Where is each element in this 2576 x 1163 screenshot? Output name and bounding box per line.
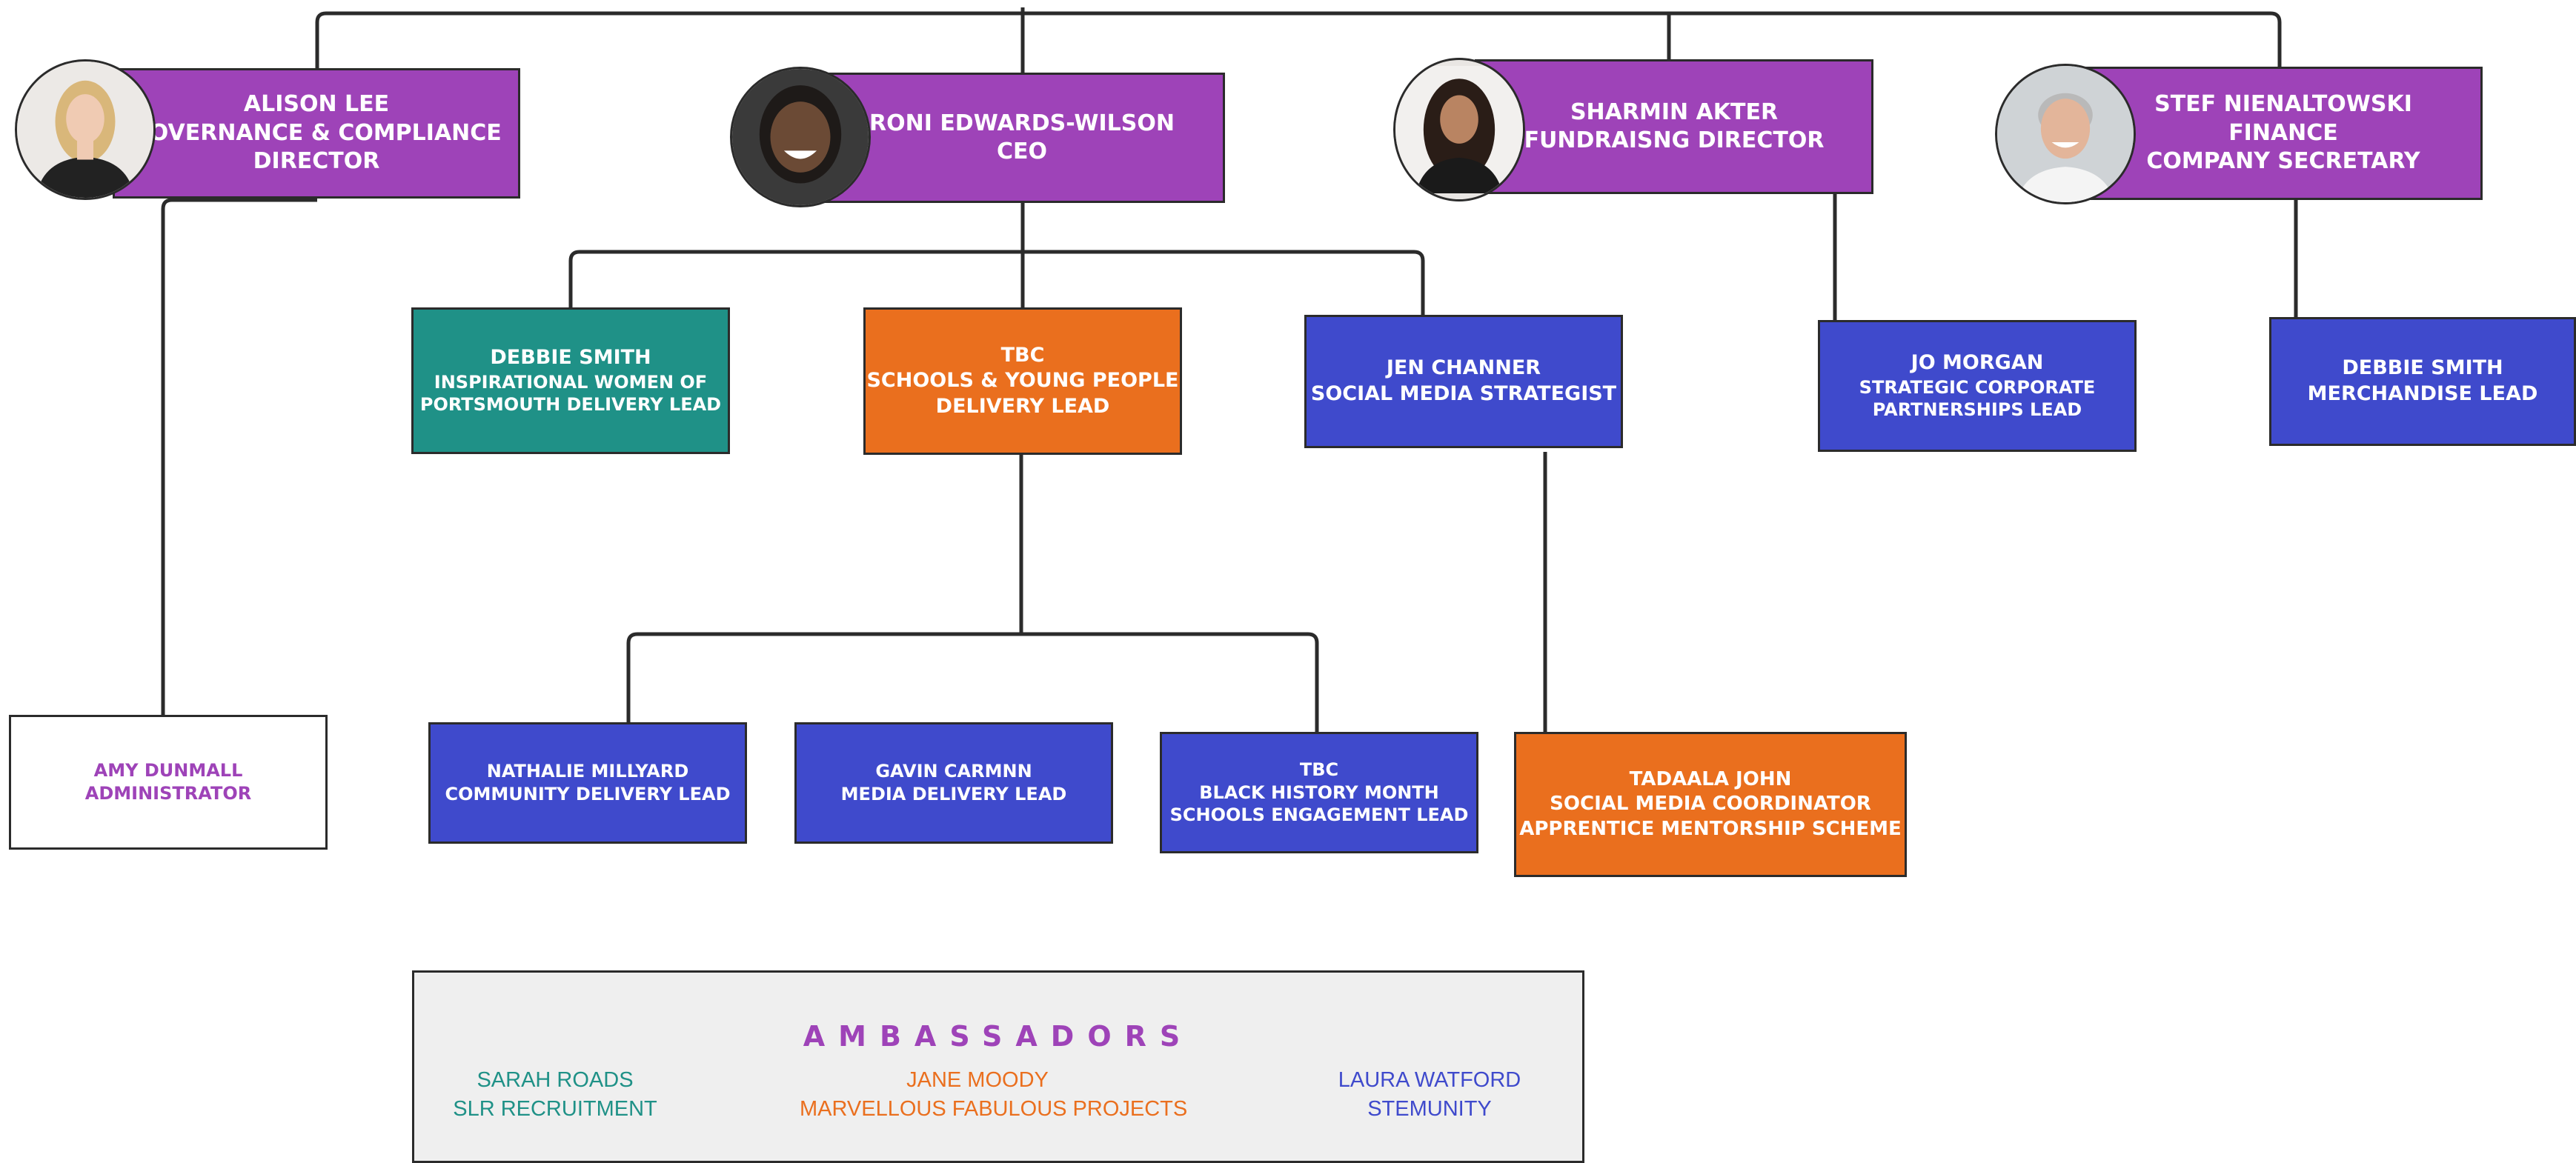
lead-box-tbc-schools: TBC SCHOOLS & YOUNG PEOPLE DELIVERY LEAD bbox=[863, 307, 1182, 455]
lead-name: JEN CHANNER bbox=[1386, 356, 1541, 380]
connector-top-bar bbox=[315, 11, 2282, 68]
portrait-dark-haired-woman-icon bbox=[1395, 66, 1523, 193]
lead-box-debbie-smith-iwp: DEBBIE SMITH INSPIRATIONAL WOMEN OF PORT… bbox=[411, 307, 730, 454]
staff-name: TBC bbox=[1299, 759, 1339, 780]
lead-role: DELIVERY LEAD bbox=[935, 394, 1110, 418]
staff-name: TADAALA JOHN bbox=[1629, 768, 1792, 791]
avatar-roni-edwards-wilson bbox=[730, 67, 871, 207]
lead-role: PORTSMOUTH DELIVERY LEAD bbox=[419, 394, 722, 416]
staff-name: GAVIN CARMNN bbox=[875, 761, 1032, 782]
ambassador-org: MARVELLOUS FABULOUS PROJECTS bbox=[800, 1097, 1188, 1122]
director-box-stef-nienaltowski: STEF NIENALTOWSKI FINANCE COMPANY SECRET… bbox=[2084, 67, 2483, 200]
director-role: DIRECTOR bbox=[253, 148, 380, 175]
lead-role: SCHOOLS & YOUNG PEOPLE bbox=[866, 369, 1179, 393]
ambassadors-title: AMBASSADORS bbox=[803, 1020, 1194, 1053]
ambassador-laura-watford: LAURA WATFORD STEMUNITY bbox=[1318, 1066, 1541, 1124]
staff-name: NATHALIE MILLYARD bbox=[486, 761, 689, 782]
avatar-sharmin-akter bbox=[1393, 58, 1525, 201]
lead-name: DEBBIE SMITH bbox=[490, 346, 651, 369]
ambassador-org: SLR RECRUITMENT bbox=[453, 1097, 657, 1122]
staff-role: SOCIAL MEDIA COORDINATOR bbox=[1550, 793, 1871, 816]
ambassador-name: SARAH ROADS bbox=[477, 1068, 634, 1092]
lead-box-jen-channer: JEN CHANNER SOCIAL MEDIA STRATEGIST bbox=[1304, 315, 1623, 448]
director-role: COMPANY SECRETARY bbox=[2146, 148, 2420, 175]
lead-role: INSPIRATIONAL WOMEN OF bbox=[434, 371, 708, 393]
director-role: FINANCE bbox=[2228, 119, 2338, 146]
lead-role: PARTNERSHIPS LEAD bbox=[1872, 399, 2082, 421]
lead-role: STRATEGIC CORPORATE bbox=[1859, 376, 2096, 398]
director-box-roni-edwards-wilson: RONI EDWARDS-WILSON CEO bbox=[819, 73, 1225, 203]
ambassador-jane-moody: JANE MOODY MARVELLOUS FABULOUS PROJECTS bbox=[800, 1066, 1188, 1124]
portrait-blonde-woman-icon bbox=[17, 61, 153, 198]
staff-role: COMMUNITY DELIVERY LEAD bbox=[445, 784, 731, 804]
lead-box-jo-morgan: JO MORGAN STRATEGIC CORPORATE PARTNERSHI… bbox=[1818, 320, 2137, 452]
lead-name: DEBBIE SMITH bbox=[2342, 356, 2503, 380]
staff-box-tadaala-john: TADAALA JOHN SOCIAL MEDIA COORDINATOR AP… bbox=[1514, 732, 1907, 877]
staff-box-amy-dunmall: AMY DUNMALL ADMINISTRATOR bbox=[9, 715, 328, 850]
director-name: STEF NIENALTOWSKI bbox=[2154, 91, 2412, 118]
director-name: ALISON LEE bbox=[243, 91, 390, 118]
ambassador-name: LAURA WATFORD bbox=[1338, 1068, 1521, 1092]
staff-role: BLACK HISTORY MONTH bbox=[1199, 782, 1439, 803]
connector-schools-branch bbox=[626, 632, 1319, 732]
lead-name: JO MORGAN bbox=[1911, 351, 2044, 374]
connector-alison-amy bbox=[161, 198, 317, 715]
staff-role: MEDIA DELIVERY LEAD bbox=[840, 784, 1067, 804]
director-name: SHARMIN AKTER bbox=[1570, 99, 1779, 125]
staff-box-nathalie-millyard: NATHALIE MILLYARD COMMUNITY DELIVERY LEA… bbox=[428, 722, 747, 844]
lead-name: TBC bbox=[1000, 343, 1045, 367]
lead-role: MERCHANDISE LEAD bbox=[2307, 382, 2538, 405]
director-role: CEO bbox=[996, 139, 1047, 164]
director-name: RONI EDWARDS-WILSON bbox=[869, 110, 1175, 136]
portrait-grey-haired-man-icon bbox=[1997, 66, 2134, 202]
staff-role: ADMINISTRATOR bbox=[84, 783, 252, 804]
staff-role: SCHOOLS ENGAGEMENT LEAD bbox=[1169, 804, 1469, 826]
ambassador-org: STEMUNITY bbox=[1367, 1097, 1492, 1122]
ambassador-sarah-roads: SARAH ROADS SLR RECRUITMENT bbox=[444, 1066, 666, 1124]
director-box-alison-lee: ALISON LEE GOVERNANCE & COMPLIANCE DIREC… bbox=[113, 68, 520, 199]
ambassadors-panel: AMBASSADORS SARAH ROADS SLR RECRUITMENT … bbox=[412, 970, 1584, 1163]
avatar-stef-nienaltowski bbox=[1995, 64, 2136, 204]
director-box-sharmin-akter: SHARMIN AKTER FUNDRAISNG DIRECTOR bbox=[1475, 59, 1873, 194]
lead-box-debbie-smith-merchandise: DEBBIE SMITH MERCHANDISE LEAD bbox=[2269, 317, 2576, 446]
staff-box-gavin-carmnn: GAVIN CARMNN MEDIA DELIVERY LEAD bbox=[794, 722, 1113, 844]
director-role: FUNDRAISNG DIRECTOR bbox=[1524, 127, 1825, 153]
avatar-alison-lee bbox=[15, 59, 156, 200]
portrait-smiling-woman-icon bbox=[732, 69, 869, 205]
ambassador-name: JANE MOODY bbox=[906, 1068, 1049, 1092]
connector-ceo-branch bbox=[568, 250, 1425, 315]
lead-role: SOCIAL MEDIA STRATEGIST bbox=[1310, 382, 1617, 405]
director-role: GOVERNANCE & COMPLIANCE bbox=[131, 119, 502, 146]
staff-name: AMY DUNMALL bbox=[93, 760, 243, 782]
staff-box-tbc-black-history-month: TBC BLACK HISTORY MONTH SCHOOLS ENGAGEME… bbox=[1160, 732, 1478, 853]
staff-role: APPRENTICE MENTORSHIP SCHEME bbox=[1519, 817, 1902, 840]
